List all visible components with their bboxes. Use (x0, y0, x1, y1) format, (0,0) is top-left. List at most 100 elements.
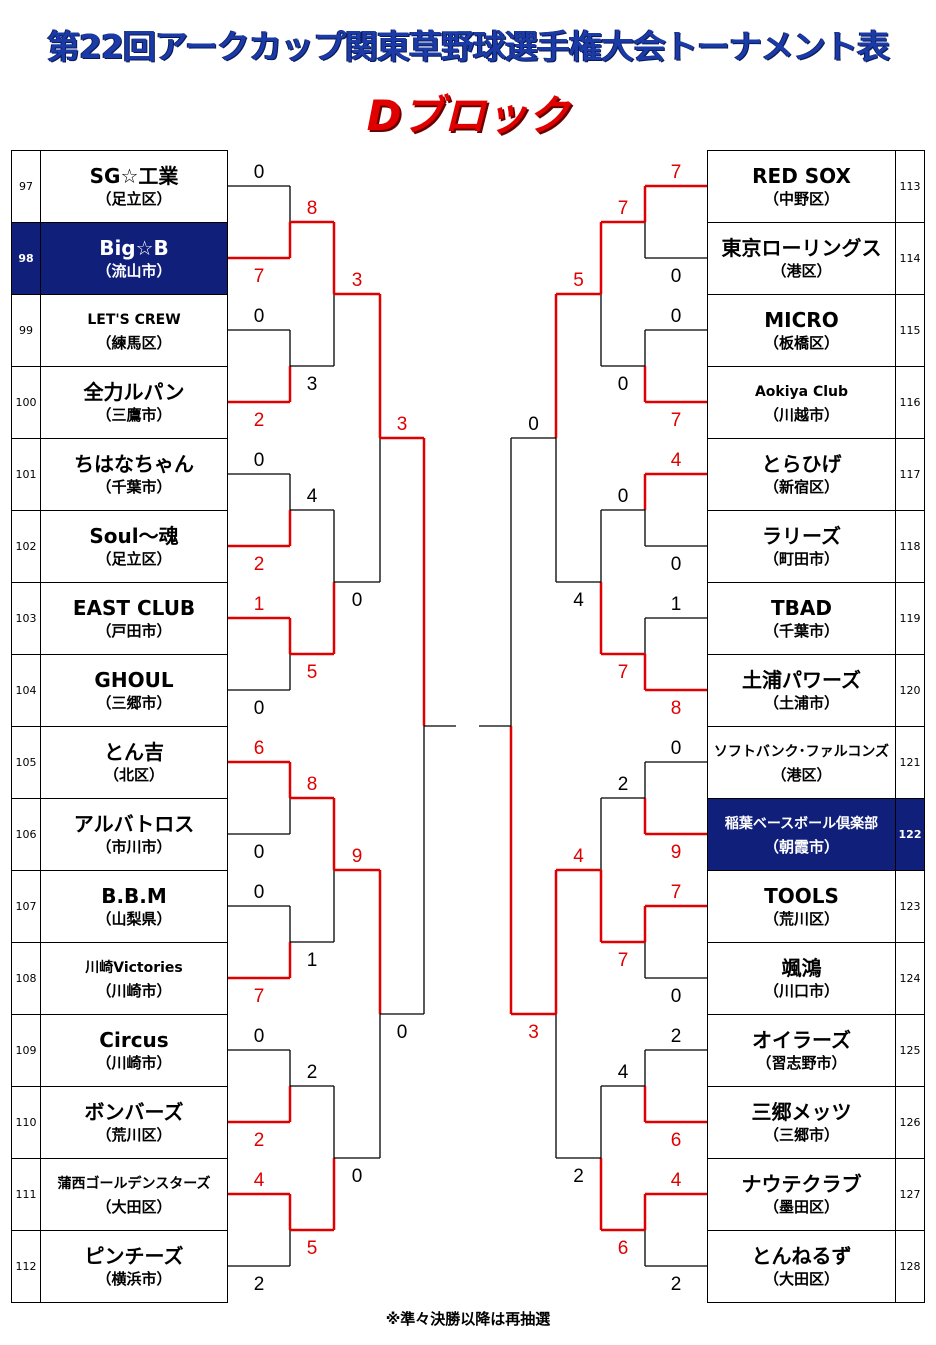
team-location: （練馬区） (96, 333, 172, 352)
score-label: 4 (671, 450, 682, 471)
seed-number: 124 (895, 943, 924, 1014)
team-info: Soul～魂（足立区） (41, 511, 227, 582)
score-label: 6 (618, 1238, 629, 1259)
seed-number: 119 (895, 583, 924, 654)
team-name: GHOUL (94, 667, 174, 692)
team-name: TOOLS (764, 883, 839, 908)
team-name: ソフトバンク･ファルコンズ (713, 743, 890, 760)
team-entry: オイラーズ（習志野市）125 (707, 1014, 925, 1087)
seed-number: 114 (895, 223, 924, 294)
team-entry: MICRO（板橋区）115 (707, 294, 925, 367)
team-entry: RED SOX（中野区）113 (707, 150, 925, 223)
score-label: 0 (671, 306, 682, 327)
score-label: 7 (618, 198, 629, 219)
score-label: 8 (671, 698, 682, 719)
team-info: 稲葉ベースボール倶楽部 （朝霞市） (708, 799, 895, 870)
seed-number: 109 (12, 1015, 41, 1086)
score-label: 2 (671, 1274, 682, 1295)
score-label: 7 (618, 662, 629, 683)
team-info: EAST CLUB（戸田市） (41, 583, 227, 654)
team-info: MICRO（板橋区） (708, 295, 895, 366)
score-label: 2 (307, 1062, 318, 1083)
team-info: 川崎Victories（川崎市） (41, 943, 227, 1014)
team-info: ボンバーズ（荒川区） (41, 1087, 227, 1158)
score-label: 0 (671, 738, 682, 759)
score-label: 3 (352, 270, 363, 291)
team-location: （墨田区） (763, 1197, 839, 1216)
score-label: 0 (671, 554, 682, 575)
score-label: 8 (307, 198, 318, 219)
score-label: 4 (573, 846, 584, 867)
score-label: 2 (618, 774, 629, 795)
team-info: ちはなちゃん（千葉市） (41, 439, 227, 510)
team-location: （荒川区） (96, 1125, 172, 1144)
seed-number: 98 (12, 223, 41, 294)
score-label: 4 (671, 1170, 682, 1191)
score-label: 0 (254, 306, 265, 327)
seed-number: 117 (895, 439, 924, 510)
team-location: （千葉市） (96, 477, 172, 496)
team-name: 稲葉ベースボール倶楽部 (724, 815, 879, 832)
seed-number: 110 (12, 1087, 41, 1158)
team-name: とん吉 (104, 739, 164, 764)
team-entry: ラリーズ（町田市）118 (707, 510, 925, 583)
team-info: RED SOX（中野区） (708, 151, 895, 222)
score-label: 0 (618, 486, 629, 507)
score-label: 2 (254, 410, 265, 431)
team-location: （新宿区） (763, 477, 839, 496)
team-info: とん吉（北区） (41, 727, 227, 798)
seed-number: 115 (895, 295, 924, 366)
score-label: 0 (254, 162, 265, 183)
team-name: Big☆B (99, 235, 169, 260)
team-name: とらひげ (761, 451, 842, 476)
score-label: 2 (573, 1166, 584, 1187)
team-name: TBAD (771, 595, 832, 620)
seed-number: 107 (12, 871, 41, 942)
team-location: （朝霞市） (763, 837, 839, 856)
team-location: （土浦市） (763, 693, 839, 712)
team-name: B.B.M (101, 883, 167, 908)
team-info: ナウテクラブ（墨田区） (708, 1159, 895, 1230)
seed-number: 120 (895, 655, 924, 726)
team-location: （足立区） (96, 189, 172, 208)
block-title: Dブロック (366, 91, 570, 140)
score-label: 1 (254, 594, 265, 615)
score-label: 0 (352, 1166, 363, 1187)
score-label: 3 (307, 374, 318, 395)
team-name: 三郷メッツ (751, 1099, 852, 1124)
team-location: （大田区） (96, 1197, 172, 1216)
team-location: （三鷹市） (96, 405, 172, 424)
score-label: 0 (671, 266, 682, 287)
team-info: 颯鴻（川口市） (708, 943, 895, 1014)
score-label: 2 (254, 1274, 265, 1295)
score-label: 0 (254, 450, 265, 471)
score-label: 0 (528, 414, 539, 435)
seed-number: 100 (12, 367, 41, 438)
score-label: 6 (671, 1130, 682, 1151)
seed-number: 97 (12, 151, 41, 222)
seed-number: 116 (895, 367, 924, 438)
score-label: 2 (254, 1130, 265, 1151)
team-info: アルバトロス（市川市） (41, 799, 227, 870)
team-name: ちはなちゃん (74, 451, 194, 476)
seed-number: 105 (12, 727, 41, 798)
score-label: 9 (671, 842, 682, 863)
score-label: 4 (573, 590, 584, 611)
score-label: 0 (254, 1026, 265, 1047)
team-info: TOOLS（荒川区） (708, 871, 895, 942)
score-label: 4 (618, 1062, 629, 1083)
team-location: （流山市） (96, 261, 172, 280)
team-name: オイラーズ (752, 1027, 851, 1052)
score-label: 4 (307, 486, 318, 507)
seed-number: 111 (12, 1159, 41, 1230)
team-location: （中野区） (763, 189, 839, 208)
